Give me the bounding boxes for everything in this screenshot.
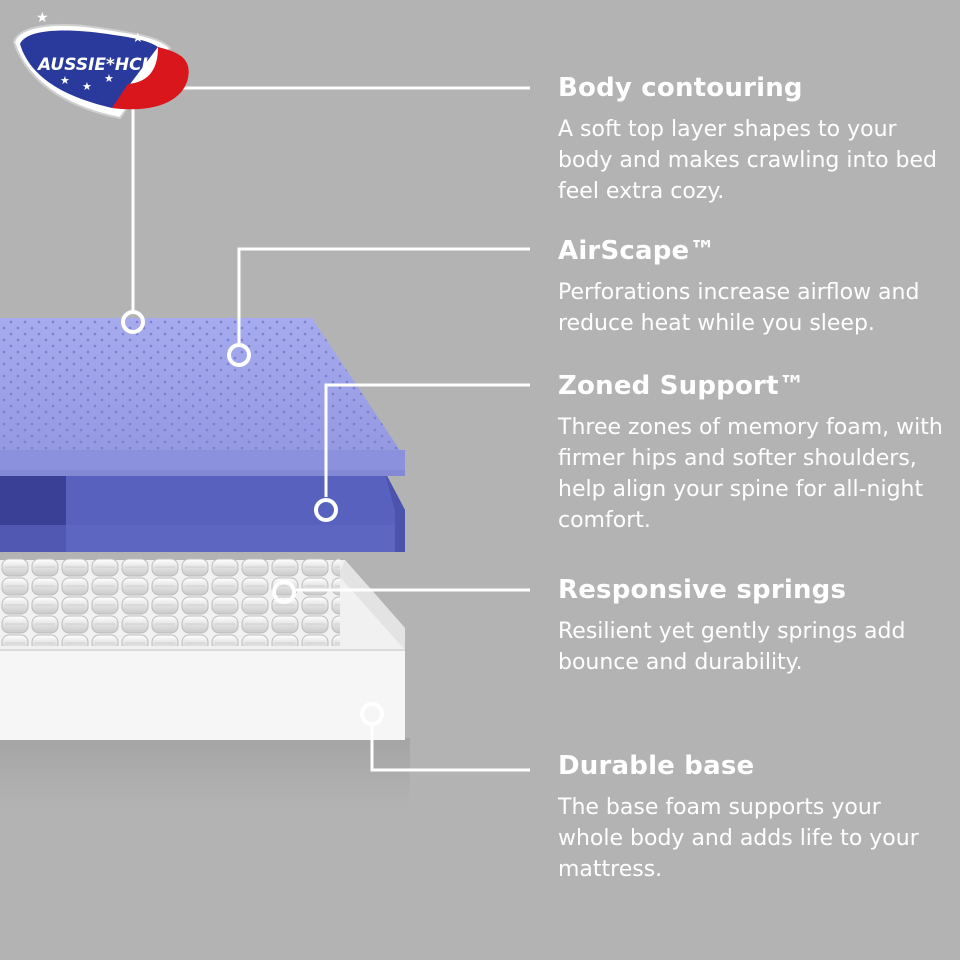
zoned-support-layer bbox=[0, 472, 405, 552]
callout-line-body bbox=[133, 88, 530, 312]
feature-description: Resilient yet gently springs add bounce … bbox=[558, 616, 948, 678]
feature-body-contouring: Body contouring A soft top layer shapes … bbox=[558, 72, 948, 207]
top-comfort-layer bbox=[0, 318, 405, 476]
feature-title: Zoned Support™ bbox=[558, 370, 948, 402]
feature-airscape: AirScape™ Perforations increase airflow … bbox=[558, 235, 948, 339]
feature-title: Body contouring bbox=[558, 72, 948, 104]
feature-durable-base: Durable base The base foam supports your… bbox=[558, 750, 948, 885]
star-icon: ★ bbox=[132, 31, 144, 46]
feature-description: A soft top layer shapes to your body and… bbox=[558, 114, 948, 207]
feature-zoned-support: Zoned Support™ Three zones of memory foa… bbox=[558, 370, 948, 536]
logo-text: AUSSIE*HCL bbox=[36, 55, 152, 75]
star-icon: ★ bbox=[36, 10, 49, 26]
feature-title: Responsive springs bbox=[558, 574, 948, 606]
feature-responsive-springs: Responsive springs Resilient yet gently … bbox=[558, 574, 948, 678]
feature-title: Durable base bbox=[558, 750, 948, 782]
feature-description: Perforations increase airflow and reduce… bbox=[558, 277, 948, 339]
feature-title: AirScape™ bbox=[558, 235, 948, 267]
feature-description: The base foam supports your whole body a… bbox=[558, 792, 948, 885]
floor-shadow bbox=[0, 738, 410, 808]
feature-description: Three zones of memory foam, with firmer … bbox=[558, 412, 948, 536]
brand-logo: ★ ★ ★ ★ ★ AUSSIE*HCL bbox=[14, 10, 189, 118]
star-icon: ★ bbox=[82, 80, 92, 93]
star-icon: ★ bbox=[60, 74, 70, 87]
